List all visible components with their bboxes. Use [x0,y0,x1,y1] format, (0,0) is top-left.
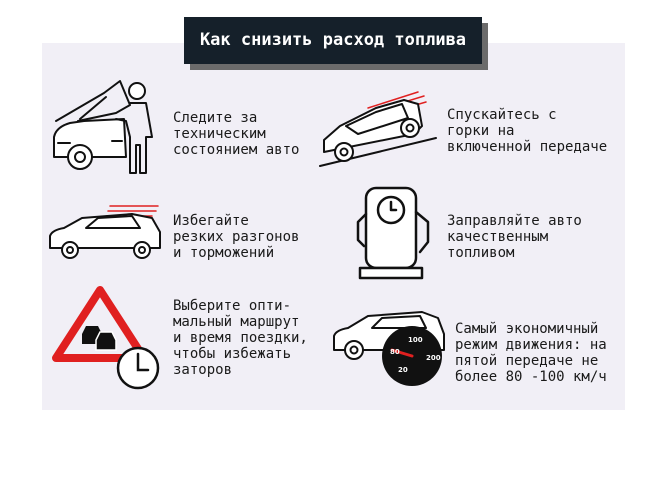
fuel-pump-icon [356,186,430,280]
tip-maintenance: Следите за техническим состоянием авто [173,110,300,158]
tip-smooth-driving: Избегайте резких разгонов и торможений [173,213,300,261]
tip-downhill-gear: Спускайтесь с горки на включенной переда… [447,107,608,155]
speed-label-100: 100 [408,336,423,344]
speed-label-200: 200 [426,354,441,362]
car-speedometer-icon: 80 100 200 20 [333,311,445,386]
tip-optimal-route: Выберите опти- мальный маршрут и время п… [173,298,308,378]
page-title: Как снизить расход топлива [184,17,482,64]
traffic-jam-warning-clock-icon [52,286,160,390]
car-hood-open-mechanic-icon [53,80,153,174]
speed-label-20: 20 [398,366,408,374]
tip-quality-fuel: Заправляйте авто качественным топливом [447,213,582,261]
car-downhill-icon [319,91,437,167]
car-speed-lines-icon [49,205,161,259]
tip-economy-mode: Самый экономичный режим движения: на пят… [455,321,607,385]
speed-label-80: 80 [390,348,400,356]
